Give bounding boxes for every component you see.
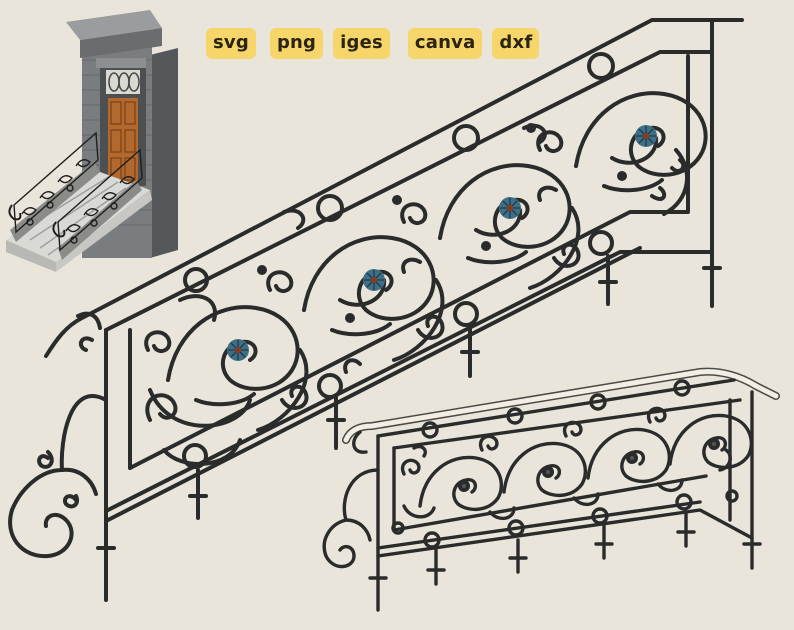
format-badge-iges: iges [333,28,390,59]
format-badge-dxf: dxf [492,28,540,59]
format-badges: svg png iges canva dxf [206,28,540,59]
format-badge-canva: canva [407,28,483,59]
format-badge-svg: svg [206,28,256,59]
format-badge-png: png [269,28,324,59]
